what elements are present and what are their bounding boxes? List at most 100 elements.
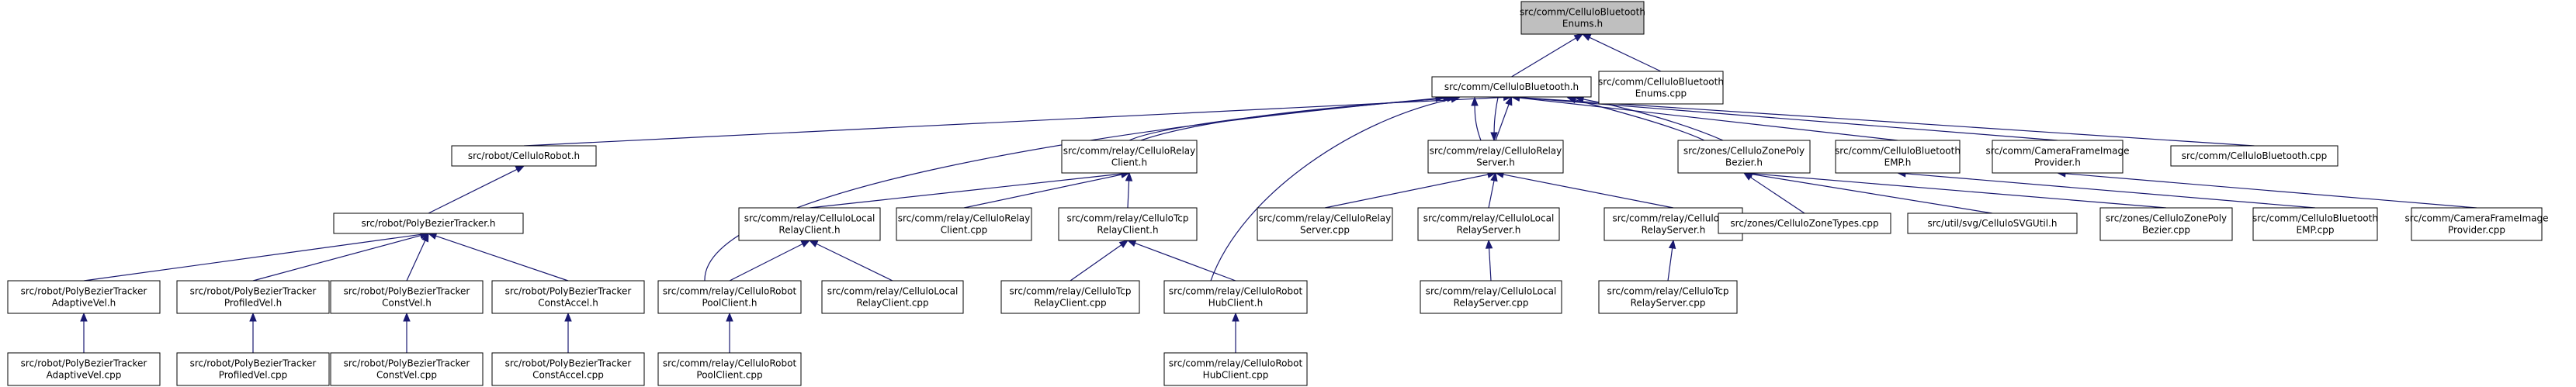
edge-line (1749, 173, 1993, 214)
arrowhead-icon (1232, 312, 1239, 322)
edge-line (1488, 178, 1496, 209)
node-svgutil_h[interactable]: src/util/svg/CelluloSVGUtil.h (1907, 213, 2078, 234)
node-label-line: Server.h (1476, 157, 1515, 168)
edge-line (814, 242, 893, 282)
edge-pbt_constvel_h-to-pbt_h (406, 232, 429, 282)
node-label-line: AdaptiveVel.cpp (47, 370, 122, 381)
node-label-line: RelayServer.cpp (1454, 298, 1529, 309)
arrowhead-icon (808, 240, 819, 247)
node-cb_h[interactable]: src/comm/CelluloBluetooth.h (1431, 76, 1592, 98)
edge-relayserver_cpp-to-relayserver_h (1324, 171, 1497, 209)
node-label-line: EMP.cpp (2297, 225, 2335, 236)
node-box (1520, 1, 1645, 35)
edge-poolclient_cpp-to-poolclient_h (726, 312, 733, 353)
edge-localrelayclient_h-to-relayclient_h (809, 170, 1131, 209)
edge-line (1517, 96, 2255, 147)
node-box (1420, 280, 1562, 314)
edge-camframe_cpp-to-camframe_h (2056, 170, 2477, 209)
node-label-line: Enums.cpp (1635, 88, 1687, 99)
edge-hubclient_cpp-to-hubclient_h (1232, 312, 1239, 353)
arrowhead-icon (515, 165, 525, 173)
edge-relayserver_h-to-cb_h (1495, 95, 1513, 141)
edge-line (809, 173, 1124, 209)
node-localrelayserver_cpp[interactable]: src/comm/relay/CelluloLocalRelayServer.c… (1420, 280, 1562, 314)
node-label-line: ConstVel.h (382, 298, 432, 309)
edge-tcprelayserver_h-to-relayserver_h (1494, 171, 1674, 209)
node-label-line: src/comm/relay/CelluloTcp (1607, 286, 1728, 297)
node-label-line: src/robot/CelluloRobot.h (468, 150, 580, 161)
edge-line (1129, 97, 1452, 141)
node-localrelayclient_cpp[interactable]: src/comm/relay/CelluloLocalRelayClient.c… (821, 280, 964, 314)
edge-localrelayserver_cpp-to-localrelayserver_h (1485, 239, 1493, 282)
arrowhead-icon (403, 312, 411, 322)
node-pbt_h[interactable]: src/robot/PolyBezierTracker.h (333, 213, 524, 234)
node-label-line: src/comm/relay/CelluloRobot (1169, 358, 1303, 369)
node-box (1417, 207, 1560, 241)
node-box (2170, 145, 2339, 167)
edge-cb_h-to-relayserver_h (1490, 97, 1499, 142)
node-label-line: RelayServer.h (1457, 225, 1521, 236)
node-robot_h[interactable]: src/robot/CelluloRobot.h (451, 145, 597, 167)
edge-line (729, 243, 805, 282)
node-label-line: Client.cpp (941, 225, 987, 236)
node-label-line: src/comm/relay/CelluloRelay (1259, 213, 1392, 224)
node-label-line: src/comm/relay/CelluloRelay (898, 213, 1031, 224)
node-cb_cpp[interactable]: src/comm/CelluloBluetooth.cpp (2170, 145, 2339, 167)
node-label-line: src/comm/CelluloBluetooth.h (1444, 81, 1579, 92)
edge-line (1070, 244, 1123, 282)
node-label-line: RelayClient.cpp (1034, 298, 1106, 309)
node-label-line: AdaptiveVel.h (52, 298, 116, 309)
arrowhead-icon (564, 312, 572, 322)
edge-cb_enums_cpp-to-root (1581, 33, 1662, 72)
node-label-line: src/comm/CelluloBluetooth.cpp (2182, 150, 2328, 161)
node-poolclient_cpp[interactable]: src/comm/relay/CelluloRobotPoolClient.cp… (657, 352, 802, 386)
node-zonetypes_cpp[interactable]: src/zones/CelluloZoneTypes.cpp (1718, 213, 1891, 234)
node-label-line: Client.h (1111, 157, 1147, 168)
node-label-line: src/robot/PolyBezierTracker (505, 358, 632, 369)
node-label-line: ConstAccel.h (538, 298, 598, 309)
node-pbt_profiled_cpp[interactable]: src/robot/PolyBezierTrackerProfiledVel.c… (176, 352, 330, 386)
edge-line (1749, 175, 1805, 214)
node-label-line: EMP.h (1884, 157, 1912, 168)
node-label-line: src/comm/relay/CelluloLocal (744, 213, 875, 224)
node-label-line: src/zones/CelluloZonePoly (1683, 146, 1805, 157)
node-label-line: Bezier.cpp (2142, 225, 2190, 236)
node-box (896, 207, 1032, 241)
edge-pbt_adaptive_cpp-to-pbt_adaptive_h (80, 312, 88, 353)
edge-line (1903, 173, 2316, 209)
edge-line (1567, 97, 1705, 141)
edge-line (2063, 173, 2477, 209)
node-label-line: HubClient.cpp (1203, 370, 1269, 381)
edge-line (252, 234, 423, 282)
node-pbt_constaccel_cpp[interactable]: src/robot/PolyBezierTrackerConstAccel.cp… (491, 352, 645, 386)
node-pbt_adaptive_cpp[interactable]: src/robot/PolyBezierTrackerAdaptiveVel.c… (7, 352, 161, 386)
arrowhead-icon (1573, 33, 1584, 42)
node-box (657, 280, 802, 314)
edge-tcprelayclient_h-to-relayclient_h (1125, 171, 1133, 209)
